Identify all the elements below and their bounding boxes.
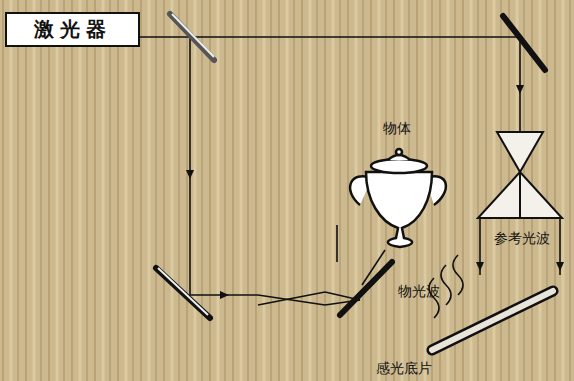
part-label: 物光波 bbox=[398, 283, 440, 301]
laser-label: 激光器 bbox=[34, 16, 112, 43]
mirrors bbox=[156, 14, 545, 318]
vase bbox=[350, 149, 446, 247]
lens bbox=[478, 132, 562, 218]
beams bbox=[140, 37, 560, 318]
part-label: 物体 bbox=[383, 120, 411, 138]
photo-plate bbox=[432, 291, 553, 350]
part-label: 参考光波 bbox=[494, 230, 550, 248]
mirror-faces bbox=[158, 14, 214, 315]
arrowheads bbox=[186, 85, 564, 299]
laser-box: 激光器 bbox=[5, 12, 140, 47]
part-label: 感光底片 bbox=[376, 360, 432, 378]
